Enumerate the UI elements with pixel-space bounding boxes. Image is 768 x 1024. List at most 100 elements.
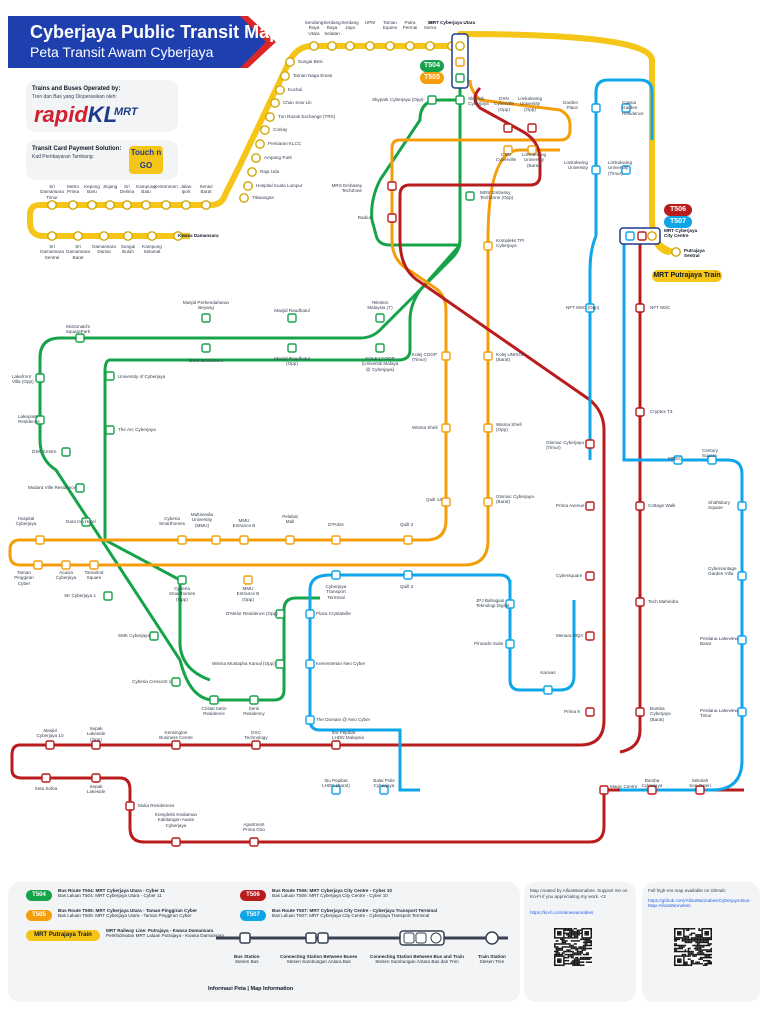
qr-module bbox=[569, 932, 571, 935]
legend-bus-connect-title: Connecting Station Between Buses bbox=[280, 954, 358, 959]
legend-t505-title: Bus Route T505: MRT Cyberjaya Utara - Ta… bbox=[58, 908, 198, 913]
qr-module bbox=[702, 952, 705, 954]
qr-module bbox=[678, 950, 681, 953]
qr-module bbox=[587, 953, 589, 956]
qr-module bbox=[558, 947, 561, 950]
qr-module bbox=[696, 961, 699, 963]
station-label: DXN Cyberville bbox=[495, 152, 517, 163]
qr-module bbox=[683, 958, 685, 960]
station-label: Taman Pinggiran Cyber bbox=[14, 570, 34, 586]
badge-mrt-putrajaya: MRT Putrajaya Train bbox=[652, 270, 722, 282]
station-label: Limkokwing University (Opp) bbox=[518, 96, 542, 112]
qr-module bbox=[689, 950, 691, 953]
qr-module bbox=[566, 934, 568, 936]
qr-module bbox=[674, 958, 676, 960]
qr-module bbox=[687, 958, 690, 960]
qr-module bbox=[573, 964, 576, 966]
qr-module bbox=[555, 952, 558, 954]
qr-module bbox=[692, 953, 694, 956]
qr-module bbox=[567, 932, 570, 935]
qr-module bbox=[557, 947, 559, 950]
station-label: Serin Residency bbox=[243, 706, 265, 717]
bus-station bbox=[441, 423, 451, 433]
qr-module bbox=[585, 943, 588, 945]
qr-module bbox=[563, 962, 565, 965]
qr-module bbox=[569, 929, 571, 932]
qr-module bbox=[708, 959, 711, 962]
qr-module bbox=[675, 937, 678, 939]
qr-module bbox=[683, 938, 685, 941]
qr-module bbox=[674, 928, 676, 930]
qr-module bbox=[692, 928, 694, 930]
qr-module bbox=[710, 932, 712, 935]
qr-module bbox=[581, 931, 583, 933]
station-label: Masjid Cyberjaya 10 bbox=[36, 728, 64, 739]
qr-module bbox=[695, 961, 697, 963]
station-label: DSK Centre bbox=[32, 449, 57, 454]
qr-module bbox=[690, 961, 693, 963]
bus-station bbox=[125, 801, 135, 811]
station-label: NFT MSC (Opp) bbox=[566, 305, 600, 310]
station-label: Kwasa Damansara bbox=[178, 233, 219, 238]
qr-module bbox=[710, 953, 712, 956]
qr-module bbox=[560, 934, 562, 936]
qr-module bbox=[563, 940, 565, 942]
qr-module bbox=[690, 938, 693, 941]
bus-station bbox=[505, 599, 515, 609]
bus-station bbox=[91, 773, 101, 783]
credit-link[interactable]: https://ko-fi.com/aloewannabes bbox=[530, 910, 594, 915]
qr-module bbox=[575, 958, 577, 960]
qr-module bbox=[563, 943, 565, 945]
qr-module bbox=[675, 938, 678, 941]
bus-station bbox=[375, 343, 385, 353]
station-label: Prima 9 bbox=[564, 709, 580, 714]
qr-module bbox=[684, 928, 687, 930]
qr-module bbox=[710, 931, 712, 933]
qr-module bbox=[686, 962, 688, 965]
qr-module bbox=[681, 947, 684, 950]
qr-module bbox=[687, 938, 690, 941]
qr-module bbox=[674, 949, 676, 951]
qr-module bbox=[567, 943, 570, 945]
qr-module bbox=[563, 955, 565, 957]
qr-module bbox=[576, 958, 579, 960]
qr-module bbox=[704, 932, 706, 935]
badge-t505: T505 bbox=[420, 72, 444, 84]
credit-link-2[interactable]: https://github.com/AlloaWannabes/Cyberja… bbox=[648, 898, 751, 908]
qr-module bbox=[579, 956, 582, 959]
qr-module bbox=[686, 938, 688, 941]
station-label: Chan Sow Lin bbox=[283, 100, 312, 105]
qr-module bbox=[575, 928, 577, 930]
qr-module bbox=[584, 932, 586, 935]
qr-module bbox=[575, 935, 577, 938]
qr-module bbox=[689, 934, 691, 936]
station-label: Sri Damansara Barat bbox=[66, 244, 90, 260]
qr-module bbox=[581, 952, 583, 954]
qr-module bbox=[555, 953, 558, 956]
qr-module bbox=[587, 934, 589, 936]
mrt-station bbox=[47, 200, 57, 210]
qr-module bbox=[581, 928, 583, 930]
station-label: Sekolah Seri Puteri bbox=[689, 778, 711, 789]
station-label: Hospital Kuala Lumpur bbox=[256, 183, 303, 188]
qr-module bbox=[680, 958, 682, 960]
station-label: Jinjang bbox=[102, 184, 118, 189]
bus-station bbox=[527, 123, 537, 133]
station-label: Taman Equine bbox=[382, 20, 398, 31]
qr-module bbox=[558, 928, 561, 930]
qr-module bbox=[708, 937, 711, 939]
qr-module bbox=[705, 941, 708, 944]
station-label: Quill 3 bbox=[400, 522, 414, 527]
qr-module bbox=[584, 940, 586, 942]
qr-module bbox=[695, 946, 697, 948]
qr-module bbox=[578, 947, 580, 950]
qr-module bbox=[681, 950, 684, 953]
station-label: Perdana Lakeview Timur bbox=[700, 708, 738, 719]
mrt-line-west-loop bbox=[27, 221, 190, 239]
qr-module bbox=[588, 938, 591, 941]
qr-module bbox=[572, 937, 574, 939]
mrt-station bbox=[68, 200, 78, 210]
qr-module bbox=[558, 964, 561, 966]
qr-module bbox=[681, 953, 684, 956]
qr-module bbox=[705, 962, 708, 965]
